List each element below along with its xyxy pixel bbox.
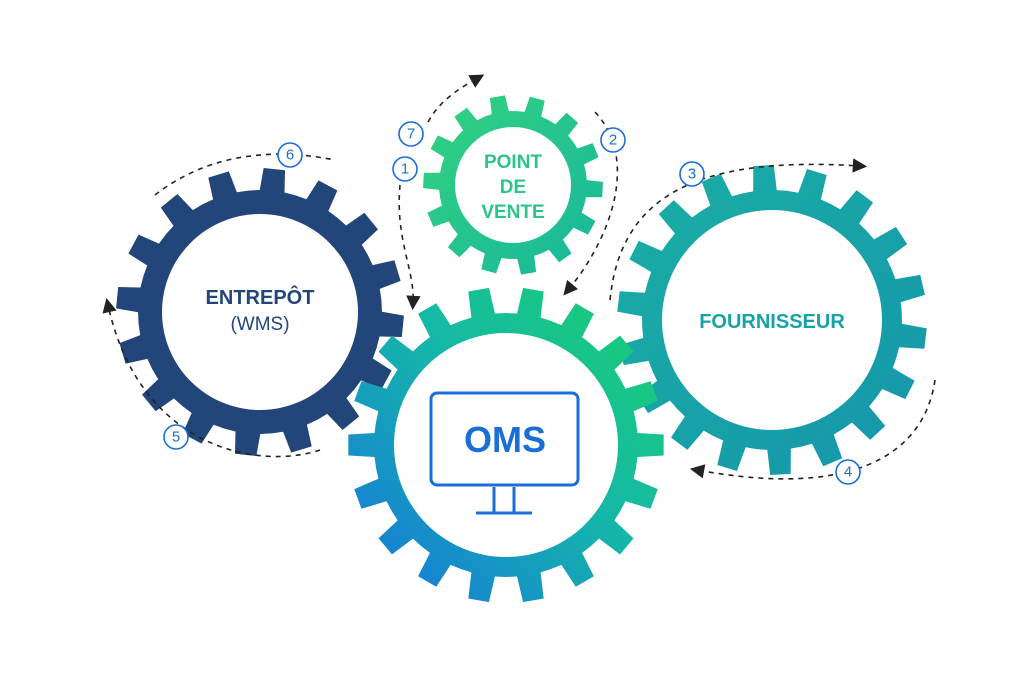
step-number-2: 2 <box>609 132 617 149</box>
entrepot-sublabel: (WMS) <box>230 314 289 335</box>
pdv-label-line1: POINT <box>484 152 542 173</box>
step-badge-7: 7 <box>398 121 424 147</box>
gear-oms-hole <box>394 333 618 557</box>
step-number-6: 6 <box>286 147 294 164</box>
step-badge-2: 2 <box>600 127 626 153</box>
gear-pdv-hole <box>455 127 571 243</box>
step-number-1: 1 <box>401 161 409 178</box>
step-number-3: 3 <box>688 166 696 183</box>
gear-fournisseur <box>617 165 927 475</box>
step-badge-5: 5 <box>163 424 189 450</box>
step-badge-3: 3 <box>679 161 705 187</box>
oms-label: OMS <box>464 419 546 460</box>
gear-fournisseur-hole <box>662 210 882 430</box>
step-badge-6: 6 <box>277 142 303 168</box>
fournisseur-label: FOURNISSEUR <box>699 311 845 333</box>
gear-oms <box>348 287 664 603</box>
step-badge-4: 4 <box>835 459 861 485</box>
arrow-step-7 <box>427 74 485 123</box>
step-number-4: 4 <box>844 464 852 481</box>
pdv-label-line3: VENTE <box>481 202 544 223</box>
gear-entrepot <box>116 168 404 456</box>
arrow-step-6 <box>154 153 336 196</box>
pdv-label-line2: DE <box>500 177 526 198</box>
arrow-step-1 <box>398 184 421 311</box>
arrow-step-3 <box>609 158 868 301</box>
step-number-7: 7 <box>407 126 415 143</box>
monitor-icon <box>429 391 580 515</box>
gear-point-de-vente <box>423 95 603 275</box>
step-badge-1: 1 <box>392 156 418 182</box>
step-number-5: 5 <box>172 429 180 446</box>
gear-entrepot-hole <box>162 214 358 410</box>
entrepot-label: ENTREPÔT <box>206 285 315 309</box>
